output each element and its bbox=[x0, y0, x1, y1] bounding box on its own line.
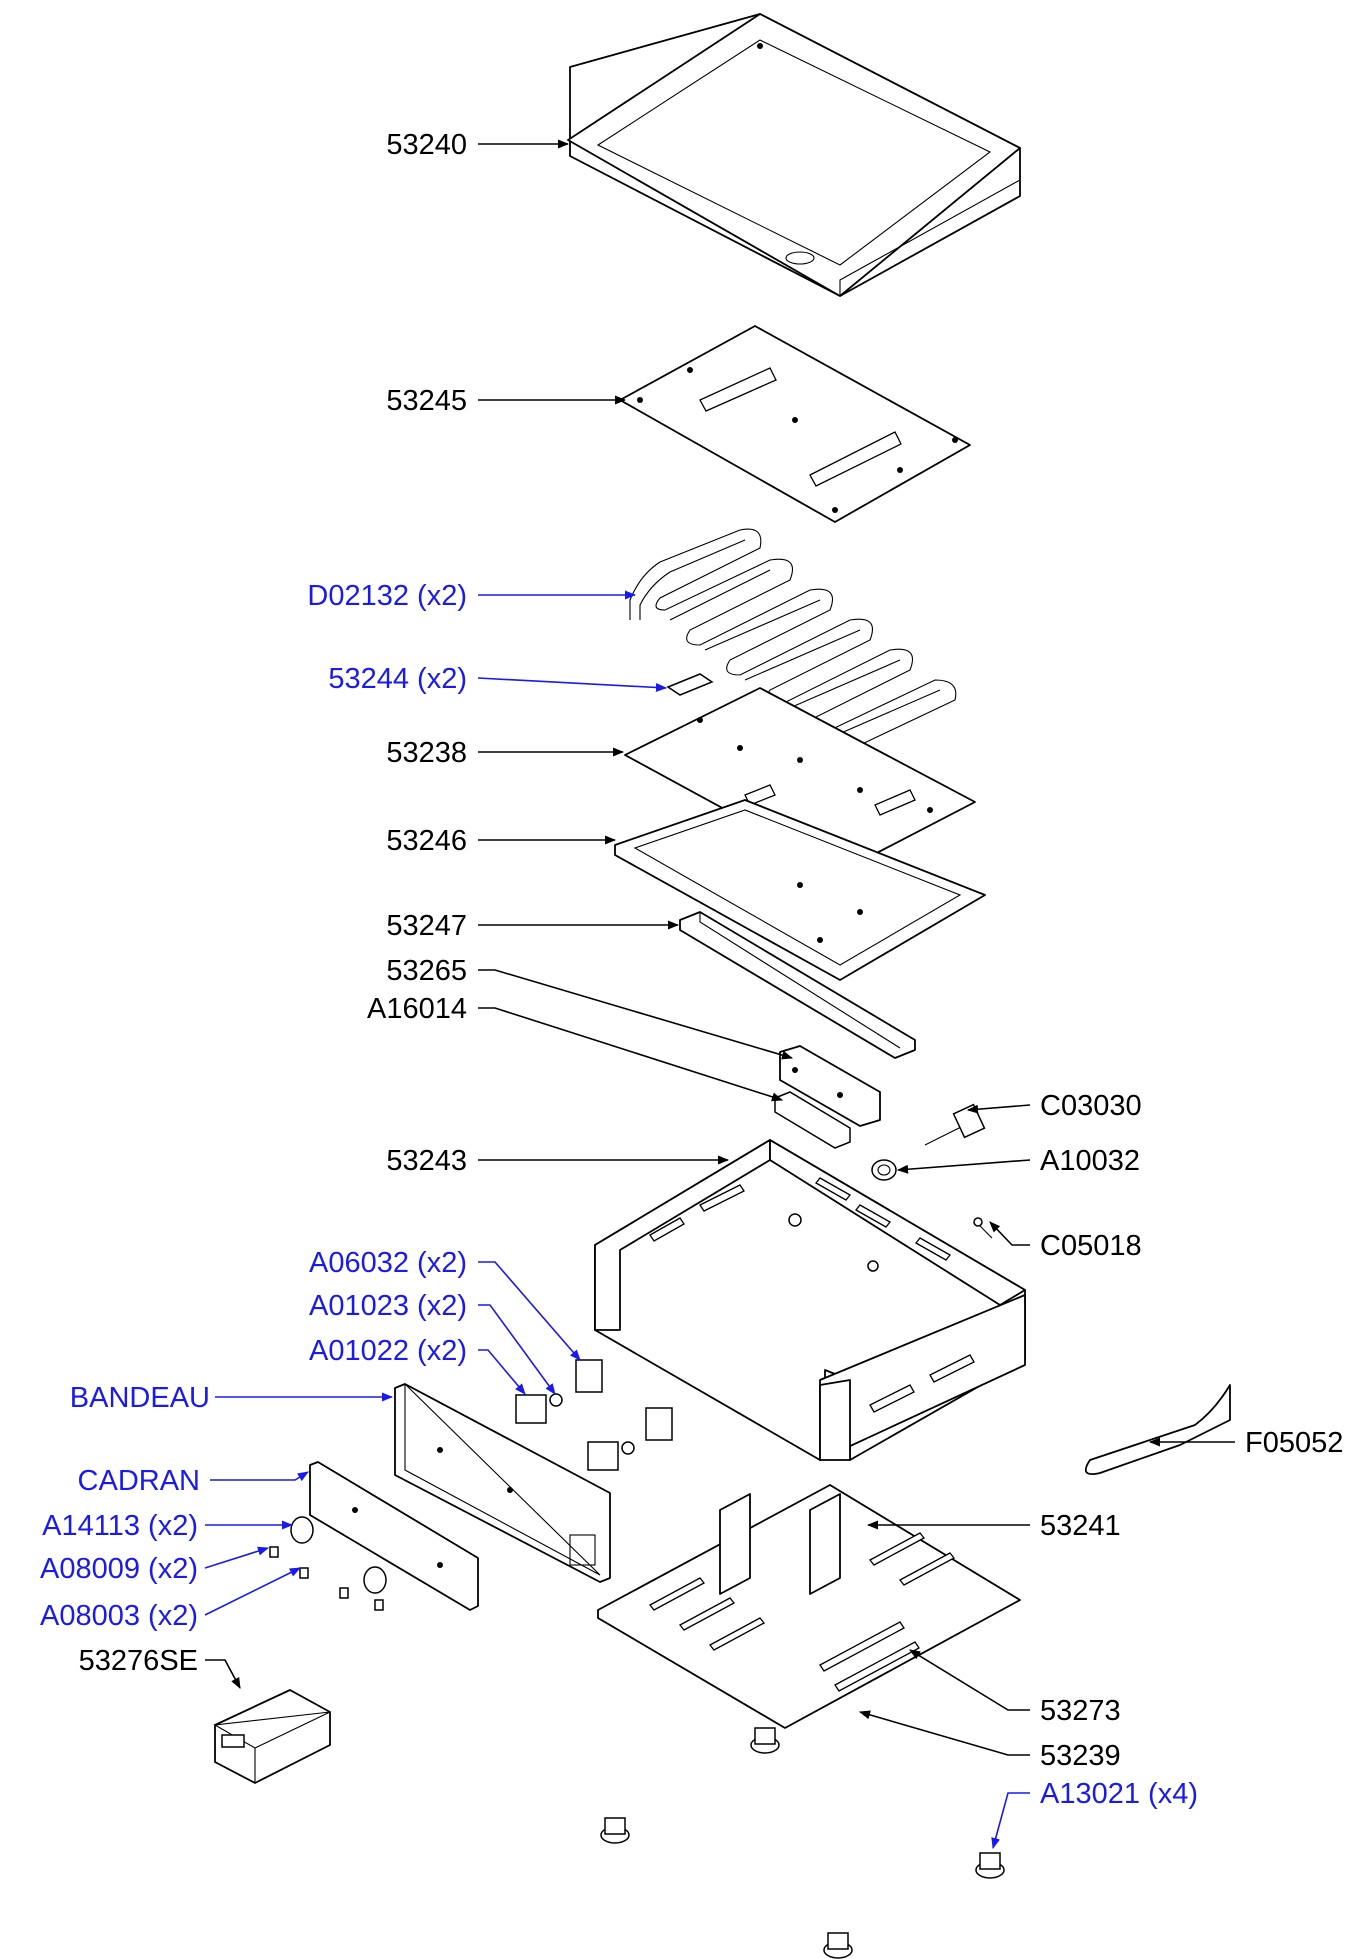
label-53241: 53241 bbox=[1040, 1510, 1121, 1542]
label-53246: 53246 bbox=[386, 825, 467, 857]
label-cadran: CADRAN bbox=[78, 1465, 200, 1497]
label-a14113: A14113 (x2) bbox=[42, 1510, 198, 1542]
feet-a13021 bbox=[600, 1727, 1005, 1959]
label-53243: 53243 bbox=[386, 1145, 467, 1177]
cadran-panel bbox=[309, 1461, 479, 1611]
knobs-and-shafts bbox=[269, 1516, 387, 1611]
label-53265: 53265 bbox=[386, 955, 467, 987]
bandeau-panel bbox=[394, 1382, 611, 1583]
label-53245: 53245 bbox=[386, 385, 467, 417]
bracket-53244 bbox=[666, 673, 714, 696]
label-a06032: A06032 (x2) bbox=[309, 1247, 467, 1279]
label-a08009: A08009 (x2) bbox=[40, 1553, 198, 1585]
label-bandeau: BANDEAU bbox=[70, 1382, 210, 1414]
label-53239: 53239 bbox=[1040, 1740, 1121, 1772]
label-a13021: A13021 (x4) bbox=[1040, 1778, 1198, 1810]
label-53276se: 53276SE bbox=[79, 1645, 198, 1677]
label-a01023: A01023 (x2) bbox=[309, 1290, 467, 1322]
label-53247: 53247 bbox=[386, 910, 467, 942]
label-d02132: D02132 (x2) bbox=[307, 580, 467, 612]
label-a10032: A10032 bbox=[1040, 1145, 1140, 1177]
label-a01022: A01022 (x2) bbox=[309, 1335, 467, 1367]
drawer-53276se bbox=[213, 1689, 331, 1784]
cable-clip-c05018 bbox=[973, 1217, 993, 1239]
label-a16014: A16014 bbox=[367, 993, 467, 1025]
label-c05018: C05018 bbox=[1040, 1230, 1142, 1262]
griddle-plate-53240 bbox=[567, 13, 1021, 297]
label-53273: 53273 bbox=[1040, 1695, 1121, 1727]
plate-53245 bbox=[619, 325, 971, 523]
label-53244: 53244 (x2) bbox=[328, 663, 467, 695]
part-labels: 53240 53245 D02132 (x2) 53244 (x2) 53238… bbox=[40, 129, 1343, 1810]
sensor-c03030 bbox=[924, 1103, 986, 1146]
switch-components bbox=[515, 1359, 673, 1471]
label-53240: 53240 bbox=[386, 129, 467, 161]
frame-53243 bbox=[594, 1139, 1026, 1461]
spatula-f05052 bbox=[1084, 1384, 1231, 1475]
plate-53238 bbox=[624, 687, 976, 873]
label-53238: 53238 bbox=[386, 737, 467, 769]
base-53239 bbox=[597, 1484, 1021, 1729]
leader-lines bbox=[204, 139, 1235, 1850]
label-f05052: F05052 bbox=[1245, 1427, 1343, 1459]
terminal-bracket-a16014 bbox=[774, 1045, 881, 1149]
grommet-a10032 bbox=[871, 1159, 897, 1181]
label-a08003: A08003 (x2) bbox=[40, 1600, 198, 1632]
tray-53246 bbox=[614, 799, 986, 981]
label-c03030: C03030 bbox=[1040, 1090, 1142, 1122]
rail-53247 bbox=[679, 911, 916, 1059]
